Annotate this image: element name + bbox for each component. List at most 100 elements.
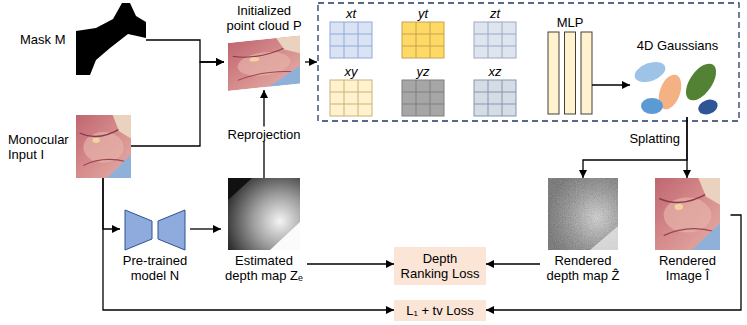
depth-ground: [548, 178, 618, 250]
picture-slot: [125, 210, 185, 250]
node-label: Monocular Input I: [8, 132, 72, 162]
connectors: [103, 40, 741, 310]
picture-slot: [474, 80, 516, 116]
plane-gridlines: [402, 80, 444, 116]
input-arrow: [305, 61, 317, 62]
feature-plane: xt: [330, 6, 372, 58]
node-label: Rendered Image Î: [645, 253, 731, 283]
mlp-bar: [565, 32, 576, 114]
node-label: Pre-trained model N: [120, 253, 190, 283]
caption-block: L₁ + tv Loss: [400, 303, 480, 318]
flow-arrow: [686, 117, 687, 178]
node-label: Mask M: [20, 32, 70, 47]
flow-arrow: [190, 228, 221, 229]
mask-region: [90, 34, 146, 75]
point-cloud-image: [228, 35, 300, 91]
caption-block: Rendered depth map Ẑ: [540, 253, 626, 283]
node-label: Depth Ranking Loss: [400, 251, 480, 281]
plane-grid: [330, 80, 372, 116]
picture-slot: [630, 55, 725, 117]
edge-label: Reprojection: [226, 127, 303, 142]
caption-block: Mask M: [20, 32, 70, 47]
mlp-layers: [548, 32, 592, 114]
mask-input: Mask M: [20, 3, 146, 75]
network-symbol: [125, 210, 185, 250]
plane-gridlines: [330, 80, 372, 116]
gaussian-set: 4D Gaussians: [630, 38, 725, 117]
depth-network: Pre-trained model N: [120, 210, 190, 283]
caption-block: zt: [475, 6, 515, 21]
dashed-frame: [318, 3, 739, 121]
estimated-depth-image: [228, 178, 300, 250]
caption-block: Pre-trained model N: [120, 253, 190, 283]
depth-tool: [270, 222, 300, 250]
plane-gridlines: [474, 80, 516, 116]
feature-plane: yz: [402, 64, 444, 116]
mlp-block: MLP: [548, 15, 592, 114]
rendered-depth: Rendered depth map Ẑ: [540, 178, 626, 283]
node-label: xt: [331, 6, 371, 21]
node-label: zt: [475, 6, 515, 21]
depth-ground: [228, 178, 300, 250]
gaussian: [696, 97, 720, 117]
caption-block: xt: [331, 6, 371, 21]
plane-gridlines: [402, 22, 444, 58]
decoder-shape: [158, 210, 185, 250]
caption-block: Initialized point cloud P: [224, 3, 304, 33]
mask-image: [76, 3, 146, 75]
node-label: xz: [475, 64, 515, 79]
picture-slot: [228, 178, 300, 250]
depth-dark-corner: [228, 178, 252, 200]
mlp-bar: [548, 32, 559, 114]
encoder-shape: [125, 210, 152, 250]
mask-region: [76, 3, 122, 31]
flow-arrow: [583, 117, 687, 178]
loss-box: Depth Ranking Loss: [394, 247, 486, 285]
rendered-depth-image: [548, 178, 618, 250]
picture-slot: [548, 32, 592, 114]
caption-block: xy: [331, 64, 371, 79]
plane-grid: [402, 80, 444, 116]
node-label: yz: [403, 64, 443, 79]
caption-block: xz: [475, 64, 515, 79]
mask-region: [130, 3, 146, 22]
flow-arrow: [146, 40, 224, 62]
depth-noise: [548, 178, 618, 250]
picture-slot: [402, 80, 444, 116]
picture-slot: [330, 22, 372, 58]
flow-arrow: [131, 62, 224, 146]
rendered-image: Rendered Image Î: [645, 178, 731, 283]
node-label: Rendered depth map Ẑ: [540, 253, 626, 283]
node-label: MLP: [550, 15, 590, 30]
caption-block: Monocular Input I: [8, 132, 72, 162]
edge-label: Splatting: [627, 131, 682, 146]
caption-block: yt: [403, 6, 443, 21]
feature-plane: zt: [474, 6, 516, 58]
mask-ground: [76, 3, 146, 75]
point-cloud: Initialized point cloud P: [224, 3, 304, 90]
picture-slot: [76, 115, 131, 178]
caption-block: Depth Ranking Loss: [400, 251, 480, 281]
loss-box: L₁ + tv Loss: [394, 300, 486, 321]
picture-slot: [548, 178, 618, 250]
caption-block: yz: [403, 64, 443, 79]
picture-slot: [330, 80, 372, 116]
node-label: 4D Gaussians: [630, 38, 725, 53]
caption-block: MLP: [550, 15, 590, 30]
feature-plane: yt: [402, 6, 444, 58]
flow-arrow: [486, 215, 741, 310]
picture-slot: [402, 22, 444, 58]
flow-arrow: [103, 178, 120, 229]
node-label: xy: [331, 64, 371, 79]
gaussian: [641, 98, 663, 114]
flow-arrow: [103, 178, 394, 310]
image-input: Monocular Input I: [8, 115, 131, 178]
node-label: L₁ + tv Loss: [400, 303, 480, 318]
plane-grid: [402, 22, 444, 58]
plane-gridlines: [474, 22, 516, 58]
flow-arrow: [592, 84, 630, 85]
picture-slot: [228, 35, 300, 90]
estimated-depth: Estimated depth map Zₑ: [221, 178, 307, 283]
picture-slot: [474, 22, 516, 58]
